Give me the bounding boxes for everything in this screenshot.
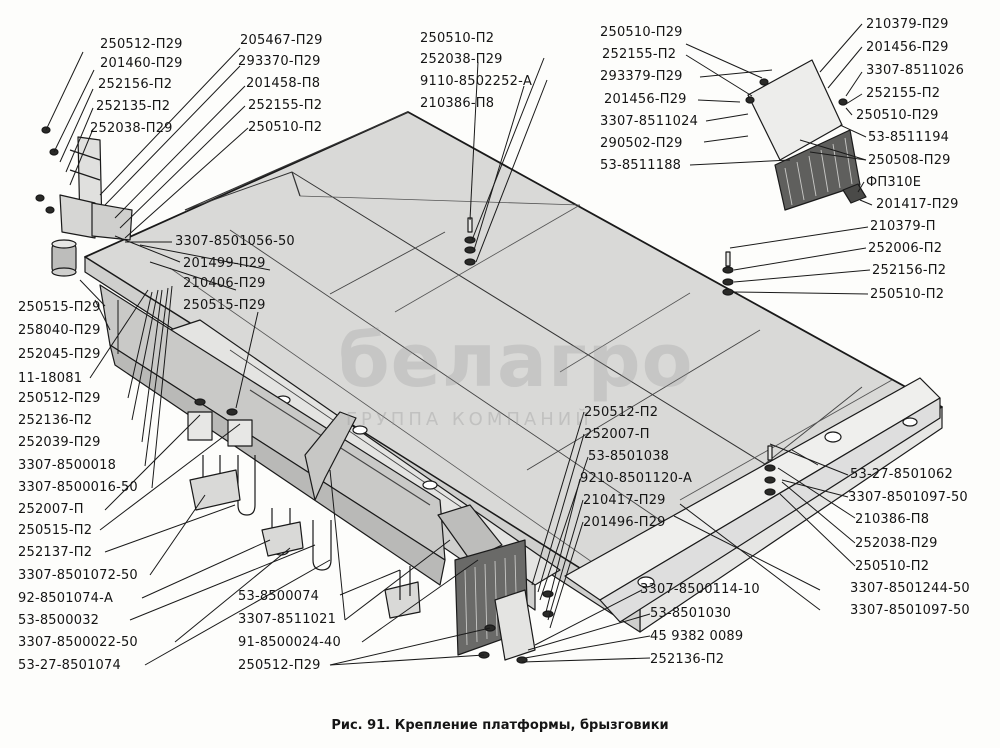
- part-label: 3307-8500018: [18, 458, 117, 473]
- part-label: 9210-8501120-А: [580, 471, 693, 486]
- watermark-subtitle: ГРУППА КОМПАНИЙ: [346, 409, 593, 430]
- part-label: 11-18081: [18, 371, 83, 386]
- part-label: 210406-П29: [183, 276, 266, 291]
- part-label: 201417-П29: [876, 197, 959, 212]
- part-label: 53-8511194: [868, 130, 950, 145]
- part-label: 250512-П29: [100, 37, 183, 52]
- part-label: 252038-П29: [90, 121, 173, 136]
- part-label: 210386-П8: [855, 512, 930, 527]
- part-label: 3307-8501072-50: [18, 568, 138, 583]
- part-label: 3307-8501097-50: [850, 603, 970, 618]
- part-label: 205467-П29: [240, 33, 323, 48]
- part-label: 201456-П29: [604, 92, 687, 107]
- part-label: 252156-П2: [872, 263, 947, 278]
- watermark-text: белагро: [338, 318, 694, 404]
- part-label: 250510-П2: [420, 31, 495, 46]
- part-label: 250508-П29: [868, 153, 951, 168]
- part-label: 250510-П2: [855, 559, 930, 574]
- part-label: 252136-П2: [650, 652, 725, 667]
- part-label: 53-8501038: [588, 449, 670, 464]
- part-label: 252156-П2: [98, 77, 173, 92]
- part-label: 3307-8511026: [866, 63, 965, 78]
- part-label: 210379-П29: [866, 17, 949, 32]
- part-label: 252155-П2: [602, 47, 677, 62]
- part-label: 201499-П29: [183, 256, 266, 271]
- part-label: 250510-П29: [856, 108, 939, 123]
- part-label: 201460-П29: [100, 56, 183, 71]
- part-label: 252155-П2: [248, 98, 323, 113]
- part-label: 290502-П29: [600, 136, 683, 151]
- part-label: 210386-П8: [420, 96, 495, 111]
- part-label: ФП310Е: [866, 175, 922, 190]
- part-label: 250510-П29: [600, 25, 683, 40]
- leader-lines: [45, 23, 873, 666]
- mudguard-bracket: [304, 411, 503, 561]
- part-label: 250510-П2: [870, 287, 945, 302]
- part-label: 252135-П2: [96, 99, 171, 114]
- upper-mudflap: [747, 59, 867, 211]
- part-label: 53-8500074: [238, 589, 320, 604]
- part-label: 3307-8500016-50: [18, 480, 138, 495]
- part-label: 250515-П29: [183, 298, 266, 313]
- part-label: 250515-П29: [18, 300, 101, 315]
- part-label: 53-8500032: [18, 613, 100, 628]
- part-label: 293370-П29: [238, 54, 321, 69]
- part-label: 252007-П: [584, 427, 650, 442]
- part-label: 250512-П29: [238, 658, 321, 673]
- part-label: 250512-П2: [584, 405, 659, 420]
- part-label: 9110-8502252-А: [420, 74, 533, 89]
- part-label: 3307-8501056-50: [175, 234, 295, 249]
- part-label: 92-8501074-А: [18, 591, 114, 606]
- part-label: 252045-П29: [18, 347, 101, 362]
- part-label: 3307-8500114-10: [640, 582, 760, 597]
- part-label: 252038-П29: [420, 52, 503, 67]
- part-label: 201456-П29: [866, 40, 949, 55]
- part-label: 252137-П2: [18, 545, 93, 560]
- part-label: 3307-8501244-50: [850, 581, 970, 596]
- part-label: 53-27-8501062: [850, 467, 953, 482]
- part-label: 53-8511188: [600, 158, 682, 173]
- part-label: 3307-8511024: [600, 114, 699, 129]
- part-label: 201458-П8: [246, 76, 321, 91]
- part-label: 250515-П2: [18, 523, 93, 538]
- part-label: 210379-П: [870, 219, 936, 234]
- part-label: 258040-П29: [18, 323, 101, 338]
- part-label: 3307-8511021: [238, 612, 337, 627]
- part-label: 250510-П2: [248, 120, 323, 135]
- part-label: 252136-П2: [18, 413, 93, 428]
- part-label: 210417-П29: [583, 493, 666, 508]
- part-label: 53-8501030: [650, 606, 732, 621]
- part-label: 201496-П29: [583, 515, 666, 530]
- part-label: 3307-8501097-50: [848, 490, 968, 505]
- part-label: 53-27-8501074: [18, 658, 121, 673]
- figure-caption: Рис. 91. Крепление платформы, брызговики: [331, 718, 669, 733]
- u-bolt-clamps: [187, 411, 421, 619]
- part-label: 252155-П2: [866, 86, 941, 101]
- part-label: 45 9382 0089: [650, 629, 744, 644]
- front-mount-bracket: [51, 136, 133, 277]
- part-label: 250512-П29: [18, 391, 101, 406]
- part-label: 91-8500024-40: [238, 635, 341, 650]
- part-label: 252038-П29: [855, 536, 938, 551]
- part-label: 252007-П: [18, 502, 84, 517]
- part-label: 293379-П29: [600, 69, 683, 84]
- lower-mudflap: [454, 539, 536, 661]
- part-label: 3307-8500022-50: [18, 635, 138, 650]
- part-label: 252039-П29: [18, 435, 101, 450]
- side-rail: [564, 377, 941, 623]
- part-label: 252006-П2: [868, 241, 943, 256]
